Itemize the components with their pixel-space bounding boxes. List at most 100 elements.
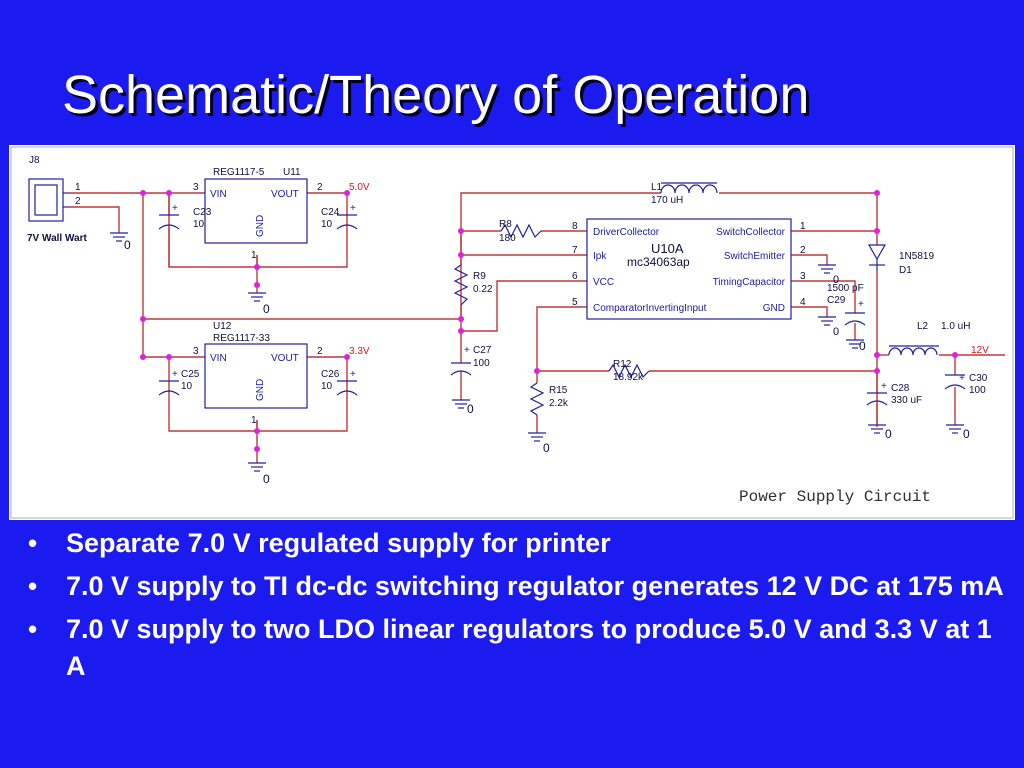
c23-val: 10 — [193, 219, 205, 230]
u11-ref: U11 — [283, 167, 301, 178]
r12-val: 18.92k — [613, 372, 644, 383]
r8-ref: R8 — [499, 219, 512, 230]
d1-ref: D1 — [899, 265, 912, 276]
u10-num-3: 3 — [800, 271, 806, 282]
r9-val: 0.22 — [473, 284, 493, 295]
u12-pin2: 2 — [317, 346, 323, 357]
resistor-r15 — [529, 382, 545, 416]
u12-pin1: 1 — [251, 415, 257, 426]
u12-gnd: GND — [255, 379, 266, 401]
capacitor-c30 — [944, 374, 966, 390]
switching-regulator-u10a — [586, 218, 792, 320]
c26-plus: + — [350, 369, 356, 380]
c24-ref: C24 — [321, 207, 340, 218]
c24-plus: + — [350, 203, 356, 214]
regulator-u12 — [204, 343, 308, 409]
u10-pin-vcc: VCC — [593, 277, 614, 288]
c25-val: 10 — [181, 381, 193, 392]
c23-ref: C23 — [193, 207, 212, 218]
u10-pin-comparator: ComparatorInvertingInput — [593, 303, 707, 314]
capacitor-c29 — [844, 312, 866, 326]
c29-gnd: 0 — [859, 339, 866, 353]
capacitor-c28 — [866, 392, 888, 406]
regulator-u11 — [204, 178, 308, 244]
u10-gnd-pin: 0 — [833, 326, 839, 338]
u10-num-8: 8 — [572, 221, 578, 232]
c28-val: 330 uF — [891, 395, 922, 406]
j8-pin1: 1 — [75, 182, 81, 193]
u10-part: mc34063ap — [627, 255, 690, 269]
schematic-svg: J8 7V Wall Wart 1 2 0 REG1117-5 U11 VIN … — [10, 146, 1014, 519]
inductor-l1 — [660, 184, 718, 194]
u12-vin: VIN — [210, 353, 227, 364]
u10-num-7: 7 — [572, 245, 578, 256]
c25-ref: C25 — [181, 369, 200, 380]
bullet-item: Separate 7.0 V regulated supply for prin… — [26, 525, 1006, 562]
u10-num-4: 4 — [800, 297, 806, 308]
j8-label: 7V Wall Wart — [27, 233, 87, 244]
u12-pin3: 3 — [193, 346, 199, 357]
connector-j8 — [28, 178, 69, 222]
u11-pin1: 1 — [251, 250, 257, 261]
c30-plus: + — [959, 373, 965, 384]
c29-val: 1500 pF — [827, 283, 864, 294]
bullet-item: 7.0 V supply to TI dc-dc switching regul… — [26, 568, 1006, 605]
u10-num-1: 1 — [800, 221, 806, 232]
d1-part: 1N5819 — [899, 251, 934, 262]
out-12v-label: 12V — [971, 345, 989, 356]
bullet-list: Separate 7.0 V regulated supply for prin… — [26, 525, 1006, 691]
u10-pin-switch-collector: SwitchCollector — [716, 227, 786, 238]
capacitor-c27 — [450, 362, 472, 376]
c23-plus: + — [172, 203, 178, 214]
ground-symbols — [110, 232, 964, 472]
c27-val: 100 — [473, 358, 490, 369]
l1-val: 170 uH — [651, 195, 683, 206]
c27-ref: C27 — [473, 345, 492, 356]
c28-gnd: 0 — [885, 427, 892, 441]
u10-pin-gnd: GND — [763, 303, 785, 314]
capacitor-c26 — [336, 380, 358, 396]
u12-ref: U12 — [213, 321, 232, 332]
resistor-r9 — [453, 264, 469, 306]
junction-nodes — [140, 190, 958, 452]
r12-ref: R12 — [613, 359, 632, 370]
slide-title: Schematic/Theory of Operation — [62, 65, 810, 125]
diode-d1 — [867, 244, 887, 271]
u10-num-2: 2 — [800, 245, 806, 256]
u10-pin-switch-emitter: SwitchEmitter — [724, 251, 786, 262]
capacitor-c23 — [158, 214, 180, 230]
u11-out-label: 5.0V — [349, 182, 370, 193]
c30-gnd: 0 — [963, 427, 970, 441]
u12-part: REG1117-33 — [213, 333, 270, 344]
r8-val: 180 — [499, 233, 516, 244]
u10-ref: U10A — [651, 241, 684, 256]
r15-gnd: 0 — [543, 441, 550, 455]
u10-pin-timing-cap: TimingCapacitor — [713, 277, 786, 288]
c26-ref: C26 — [321, 369, 340, 380]
r15-val: 2.2k — [549, 398, 569, 409]
c27-plus: + — [464, 345, 470, 356]
inductor-l2 — [888, 347, 938, 356]
u12-gnd-num: 0 — [263, 472, 270, 486]
c28-plus: + — [881, 381, 887, 392]
c24-val: 10 — [321, 219, 333, 230]
c25-plus: + — [172, 369, 178, 380]
u10-pin-ipk: Ipk — [593, 251, 607, 262]
u12-out-label: 3.3V — [349, 346, 370, 357]
c29-ref: C29 — [827, 295, 846, 306]
u11-vout: VOUT — [271, 189, 299, 200]
schematic-frame — [10, 146, 1014, 519]
u11-part: REG1117-5 — [213, 167, 265, 178]
capacitor-c25 — [158, 380, 180, 396]
c26-val: 10 — [321, 381, 333, 392]
u10-num-5: 5 — [572, 297, 578, 308]
u11-gnd: GND — [255, 215, 266, 237]
u12-vout: VOUT — [271, 353, 299, 364]
u10-gnd-emitter: 0 — [833, 274, 839, 286]
c30-val: 100 — [969, 385, 986, 396]
resistor-r12 — [608, 363, 650, 379]
c29-plus: + — [858, 299, 864, 310]
schematic-caption: Power Supply Circuit — [739, 488, 931, 506]
j8-pin2: 2 — [75, 196, 81, 207]
bullet-item: 7.0 V supply to two LDO linear regulator… — [26, 611, 1006, 685]
